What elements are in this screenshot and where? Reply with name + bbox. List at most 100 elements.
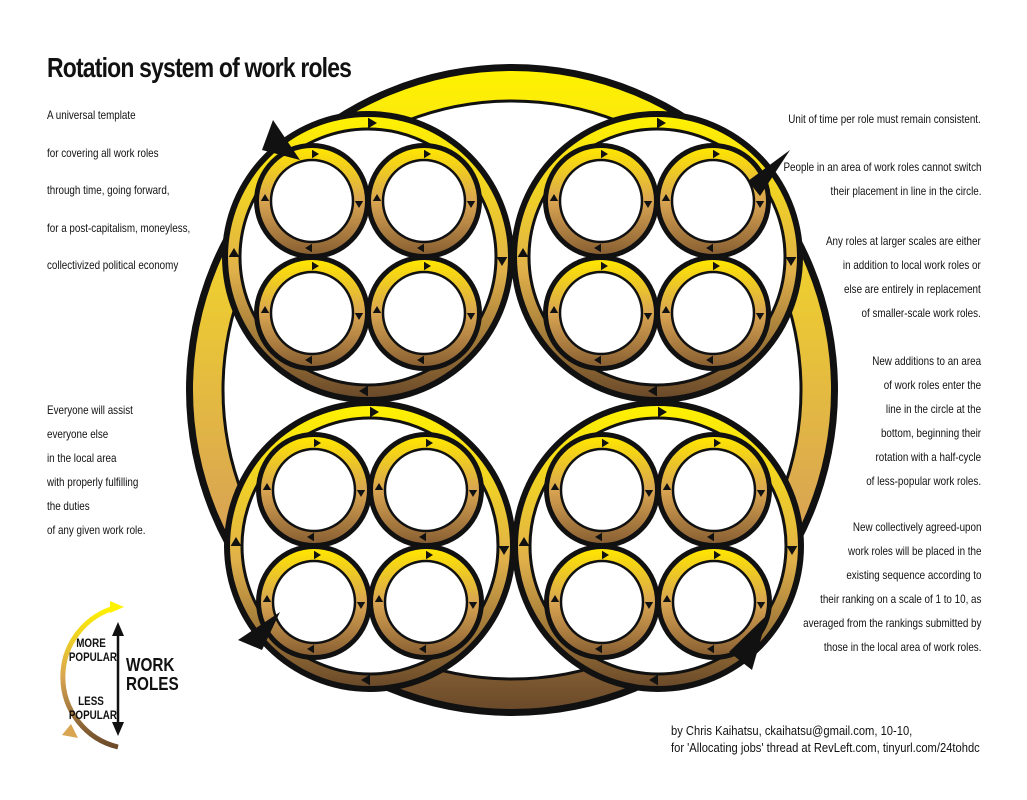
outer-ring-arrows [238, 120, 790, 670]
assist-line: of any given work role. [47, 523, 146, 537]
rotation-arrowhead [417, 243, 424, 253]
rotation-arrowhead [662, 483, 672, 490]
role-ring [254, 255, 370, 371]
quadrant-ring-bottom-right [512, 400, 804, 692]
rotation-arrowhead [426, 438, 433, 448]
note-line: Any roles at larger scales are either [826, 234, 981, 248]
intro-line: for a post-capitalism, moneyless, [47, 220, 191, 235]
role-ring [543, 255, 659, 371]
assist-line: everyone else [47, 427, 109, 441]
rotation-arrowhead [594, 355, 601, 365]
role-ring [543, 143, 659, 259]
legend-more-popular: MORE POPULAR [68, 636, 117, 664]
rotation-arrowhead [713, 149, 720, 159]
rotation-arrowhead [424, 149, 431, 159]
rotation-arrowhead [496, 257, 508, 266]
assist-line: in the local area [47, 451, 117, 465]
assist-text: Everyone will assist everyone else in th… [47, 398, 145, 542]
rotation-arrowhead [602, 550, 609, 560]
note-line: existing sequence according to [845, 568, 981, 582]
rotation-arrowhead [356, 602, 366, 609]
note-line: line in the circle at the [885, 402, 981, 416]
rotation-arrowhead [468, 602, 478, 609]
rotation-arrowhead [372, 306, 382, 313]
rotation-arrowhead [786, 546, 798, 555]
rotation-arrowhead [468, 490, 478, 497]
rotation-arrowhead [648, 385, 657, 397]
rotation-arrowhead [706, 355, 713, 365]
note-new-roles: New collectively agreed-upon work roles … [803, 515, 981, 659]
rotation-arrowhead [368, 117, 377, 129]
rotation-arrowhead [307, 532, 314, 542]
rotation-arrowhead [498, 546, 510, 555]
note-line: those in the local area of work roles. [823, 640, 981, 654]
note-line: Unit of time per role must remain consis… [788, 112, 981, 126]
rotation-arrowhead [305, 243, 312, 253]
assist-line: with properly fulfilling [47, 475, 139, 489]
rotation-arrowhead [314, 438, 321, 448]
rotation-arrowhead [714, 550, 721, 560]
note-line: work roles will be placed in the [847, 544, 981, 558]
rotation-arrowhead [417, 355, 424, 365]
note-line: of work roles enter the [883, 378, 981, 392]
rotation-arrowhead [466, 313, 476, 320]
role-ring [254, 143, 370, 259]
note-line: of less-popular work roles. [866, 474, 981, 488]
rotation-arrowhead [707, 532, 714, 542]
quadrant-ring-bottom-left [224, 400, 516, 692]
rotation-arrowhead [643, 201, 653, 208]
rotation-arrowhead [424, 261, 431, 271]
rotation-arrowhead [372, 194, 382, 201]
quadrant-ring-top-right [511, 111, 803, 403]
role-ring [368, 544, 484, 660]
rotation-arrowhead [230, 537, 242, 546]
note-line: New additions to an area [872, 354, 981, 368]
rotation-arrowhead [262, 483, 272, 490]
rotation-arrowhead [755, 313, 765, 320]
rotation-arrowhead [595, 644, 602, 654]
rotation-arrowhead [312, 149, 319, 159]
page-title: Rotation system of work roles [47, 52, 352, 83]
rotation-arrowhead [549, 194, 559, 201]
credit-line: for 'Allocating jobs' thread at RevLeft.… [671, 740, 980, 755]
rotation-arrowhead [374, 595, 384, 602]
note-new-additions: New additions to an area of work roles e… [866, 349, 981, 493]
note-line: bottom, beginning their [880, 426, 981, 440]
rotation-arrowhead [354, 313, 364, 320]
role-ring [256, 544, 372, 660]
intro-line: A universal template [47, 108, 136, 122]
quadrant-ring-top-left [222, 111, 514, 403]
rotation-arrowhead [707, 644, 714, 654]
rotation-arrowhead [713, 261, 720, 271]
assist-line: the duties [47, 499, 90, 513]
rotation-arrowhead [354, 201, 364, 208]
note-line: New collectively agreed-upon [852, 520, 981, 534]
rotation-arrowhead [601, 149, 608, 159]
arrowhead-top-left [262, 120, 300, 160]
rotation-arrowhead [549, 306, 559, 313]
rotation-arrowhead [356, 490, 366, 497]
note-line: in addition to local work roles or [843, 258, 981, 272]
rotation-arrowhead [644, 490, 654, 497]
rotation-arrowhead [661, 194, 671, 201]
rotation-arrowhead [359, 385, 368, 397]
note-time-unit: Unit of time per role must remain consis… [788, 107, 981, 131]
rotation-arrowhead [643, 313, 653, 320]
rotation-arrowhead [374, 483, 384, 490]
legend-less-popular: LESS POPULAR [68, 694, 117, 722]
rotation-arrowhead [312, 261, 319, 271]
credit-line: by Chris Kaihatsu, ckaihatsu@gmail.com, … [671, 723, 913, 738]
note-line: their placement in line in the circle. [830, 184, 981, 198]
note-line: of smaller-scale work roles. [861, 306, 981, 320]
credit-text: by Chris Kaihatsu, ckaihatsu@gmail.com, … [671, 722, 980, 756]
legend-work-roles: WORK ROLES [126, 655, 179, 694]
rotation-arrowhead [595, 532, 602, 542]
intro-line: through time, going forward, [47, 183, 170, 197]
rotation-arrowhead [662, 595, 672, 602]
rotation-arrowhead [228, 248, 240, 257]
intro-line: for covering all work roles [47, 145, 159, 160]
role-ring [655, 143, 771, 259]
role-ring [256, 432, 372, 548]
role-ring [366, 143, 482, 259]
rotation-arrowhead [314, 550, 321, 560]
